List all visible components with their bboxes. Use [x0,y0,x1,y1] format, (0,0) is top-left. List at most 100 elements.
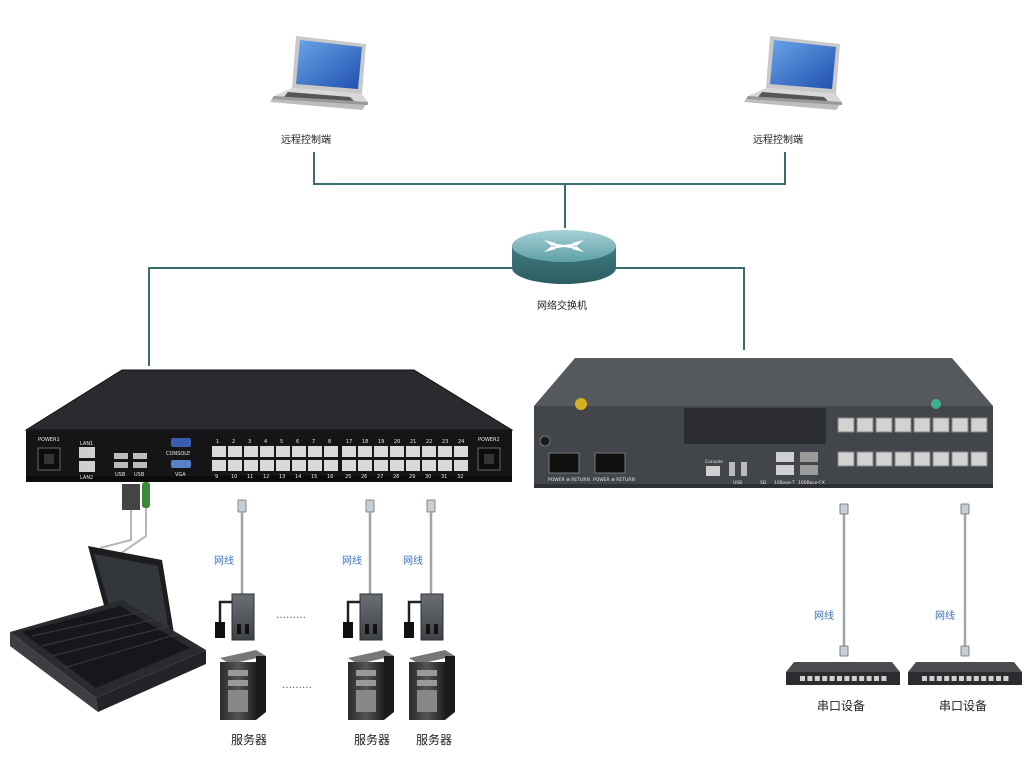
server-front-panel [417,690,437,712]
server-label: 服务器 [231,733,268,747]
cable-label: 网线 [342,556,362,567]
power-socket-icon [548,452,580,474]
serial-device-label: 串口设备 [817,699,866,713]
vga-usb-adapter-icon [99,482,150,555]
port-number: 7 [312,439,315,445]
serial-device-port [829,676,835,681]
serial-device-port [966,676,972,681]
rj45-port [374,446,388,457]
remote-client-label: 远程控制端 [281,135,331,146]
serial-device-icon [908,672,1022,685]
rj45-port [358,446,372,457]
port-number: 25 [345,474,351,480]
serial-device-port [981,676,987,681]
port-number: 19 [378,439,384,445]
cable-connector-icon [426,499,436,513]
rj45-port [212,446,226,457]
laptop-icon [744,36,842,110]
ellipsis-label: ……… [282,680,312,691]
port-number: 12 [263,474,269,480]
rj45-port [308,460,322,471]
power-socket-icon [594,452,626,474]
rj45-port [276,446,290,457]
line-remote-right [565,152,786,185]
port-number: 28 [393,474,399,480]
serial-device-port [859,676,865,681]
serial-device-port [822,676,828,681]
adapter-cable [407,600,421,624]
power2-label: POWER2 [478,437,500,443]
server-label: 服务器 [354,733,391,747]
laptop-icon [270,36,368,110]
serial-device-port [800,676,805,681]
kvm-panel-labels: POWER1 POWER2 LAN1 LAN2 USB USB CONSOLE … [38,437,500,481]
port-number: 29 [409,474,415,480]
rj45-port [260,446,274,457]
serial-device-label: 串口设备 [939,699,988,713]
adapter-port [373,624,377,634]
port-number: 5 [280,439,283,445]
server-side [445,656,455,720]
rj45-port [228,446,242,457]
power1-label: POWER1 [38,437,60,443]
rj45-port [292,460,306,471]
adapter-cable [346,600,360,624]
rj45-port [422,446,436,457]
rj45-port [324,446,338,457]
rj45-port [875,417,893,433]
serial-device-port [837,676,842,681]
rj45-port [406,460,420,471]
rj45-port [913,451,931,467]
server-side [256,656,266,720]
port-number: 10 [231,474,237,480]
cable-label: 网线 [935,611,955,622]
rj45-port [260,460,274,471]
cable-label: 网线 [403,556,423,567]
cable-adapter-icon [231,593,255,641]
rj45-port [894,451,912,467]
serial-device-port [988,676,994,681]
serial-device-port [807,676,813,681]
usb-label: USB [115,472,126,478]
rj45-port [276,460,290,471]
rj45-port [342,460,356,471]
serial-rj45-ports [837,417,988,467]
rj45-port [244,460,258,471]
power-return-label: POWER ⊕ RETURN [593,477,635,483]
cable-label: 网线 [214,556,234,567]
rj45-port [390,446,404,457]
port-number: 4 [264,439,267,445]
rj45-port [932,451,950,467]
port-number: 18 [362,439,368,445]
rj45-port [358,460,372,471]
rj45-port [932,417,950,433]
rj45-port [308,446,322,457]
rj45-port [970,451,988,467]
port-number: 17 [346,439,352,445]
serial-device-port [951,676,957,681]
serial-device-port [851,676,857,681]
lan2-label: LAN2 [80,475,93,481]
sd-label: SD [760,480,767,486]
port-number: 30 [425,474,431,480]
usb-label: USB [733,480,742,486]
rj45-port [244,446,258,457]
usb-plug-icon [343,622,353,638]
rj45-port [454,446,468,457]
rj45-port [342,446,356,457]
port-number: 21 [410,439,416,445]
rj45-port [837,417,855,433]
servers [220,650,455,720]
rj45-port [438,446,452,457]
rj45-port [951,451,969,467]
kvm-switch-device [24,369,514,482]
base-t-label: 10Base-T [774,480,795,486]
rj45-port [374,460,388,471]
power-return-label: POWER ⊕ RETURN [548,477,590,483]
cable-adapter-icon [420,593,444,641]
adapter-cable [218,600,232,624]
port-number: 11 [247,474,253,480]
cable-label: 网线 [814,611,834,622]
port-number: 32 [457,474,463,480]
rj45-port [438,460,452,471]
